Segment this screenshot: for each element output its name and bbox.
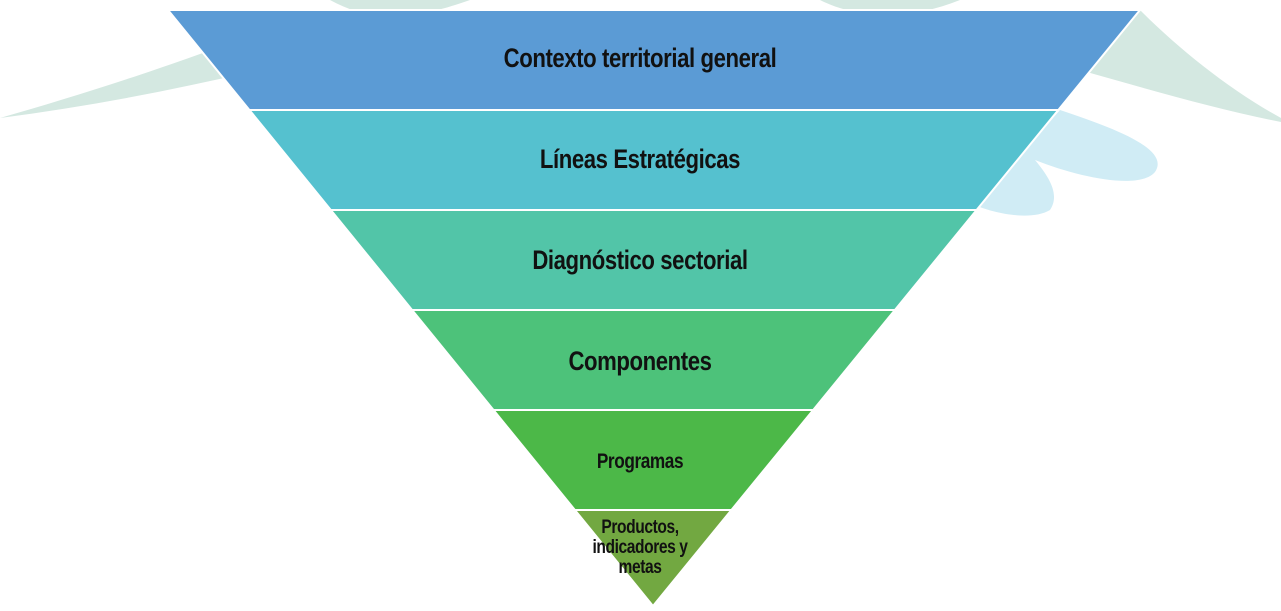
funnel-levels: [165, 9, 1143, 608]
level-1-label: Contexto territorial general: [503, 43, 777, 73]
level-4-label: Componentes: [568, 346, 712, 376]
level-5-label: Programas: [596, 450, 684, 473]
background-cloud-right: [975, 110, 1158, 216]
background-swoosh-right: [1080, 10, 1281, 122]
funnel-level-6: [572, 509, 734, 608]
level-2-label: Líneas Estratégicas: [539, 144, 741, 174]
level-3-label: Diagnóstico sectorial: [532, 245, 748, 275]
level-6-label: Productos, indicadores y metas: [592, 517, 688, 578]
